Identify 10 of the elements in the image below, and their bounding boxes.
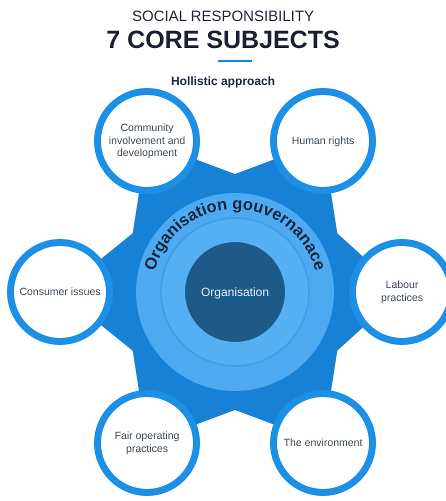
subject-label: The environment	[284, 436, 362, 450]
subtitle: SOCIAL RESPONSIBILITY	[131, 8, 315, 25]
section-label: Hollistic approach	[170, 74, 276, 88]
subject-label: Community involvement and development	[108, 122, 186, 160]
title: 7 CORE SUBJECTS	[105, 26, 341, 55]
core-label: Organisation	[200, 285, 270, 299]
subject-label: Fair operating practices	[114, 430, 180, 456]
subject-label: Labour practices	[380, 279, 424, 305]
subject-label: Consumer issues	[19, 286, 101, 298]
subject-label: Human rights	[292, 134, 354, 148]
